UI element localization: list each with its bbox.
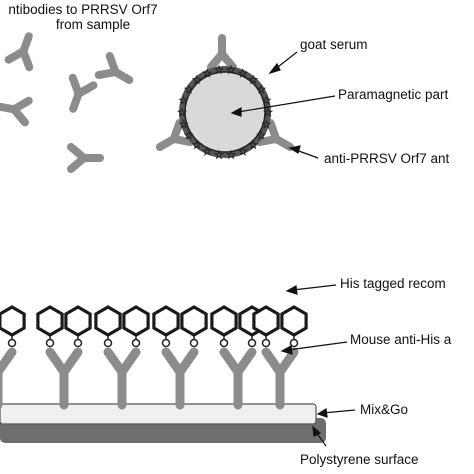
- his-tagged-antigen: [180, 305, 208, 337]
- goat-serum-protein: ☆: [184, 83, 194, 96]
- goat-serum-protein: ☆: [238, 145, 248, 158]
- sample-antibodies-label-line2: from sample: [55, 17, 131, 32]
- goat-serum-protein: ☆: [226, 149, 236, 162]
- goat-serum-protein: ☆: [214, 149, 224, 162]
- goat-serum-label: goat serum: [300, 37, 368, 52]
- his-tagged-antigen: [122, 305, 150, 337]
- plate-antibody-row: [0, 305, 308, 410]
- mix-and-go-layer: [0, 403, 317, 425]
- mix-and-go-label: Mix&Go: [360, 402, 409, 417]
- goat-serum-protein: ☆: [179, 94, 189, 107]
- goat-serum-protein: ☆: [192, 138, 202, 151]
- goat-serum-protein: ☆: [248, 74, 258, 87]
- arrow-mouse-anti-his: [287, 341, 348, 351]
- goat-serum-protein: ☆: [256, 129, 266, 142]
- arrow-mix-and-go: [322, 409, 356, 414]
- goat-serum-protein: ☆: [226, 63, 236, 76]
- sample-antibody: [63, 78, 94, 113]
- his-tagged-antigen: [94, 305, 122, 337]
- arrow-his-tagged: [292, 284, 337, 291]
- goat-serum-protein: ☆: [248, 138, 258, 151]
- anchored-antibody: [94, 305, 150, 410]
- goat-serum-protein: ☆: [184, 129, 194, 142]
- his-tagged-antigen: [64, 305, 92, 337]
- his-tagged-antigen: [280, 305, 308, 337]
- paramagnetic-bead-group: ☆☆☆☆☆☆☆☆☆☆☆☆☆☆☆☆☆☆☆☆☆☆: [154, 38, 295, 162]
- sample-antibody: [9, 32, 40, 67]
- goat-serum-protein: ☆: [202, 145, 212, 158]
- goat-serum-protein: ☆: [177, 106, 187, 119]
- polystyrene-label: Polystyrene surface: [300, 452, 419, 467]
- sample-antibody: [0, 96, 29, 123]
- anchored-antibody: [36, 305, 92, 410]
- paramagnetic-label: Paramagnetic part: [338, 87, 449, 102]
- his-tagged-label: His tagged recom: [340, 276, 446, 291]
- anchored-antibody: [0, 305, 26, 410]
- goat-serum-protein: ☆: [261, 118, 271, 131]
- anchored-antibody: [252, 305, 308, 410]
- paramagnetic-bead: [184, 71, 266, 153]
- goat-serum-protein: ☆: [192, 74, 202, 87]
- goat-serum-protein: ☆: [238, 67, 248, 80]
- arrow-anti-orf7: [295, 149, 319, 159]
- arrow-paramagnetic: [237, 95, 336, 113]
- goat-serum-protein: ☆: [179, 118, 189, 131]
- pointer-arrows: [230, 51, 356, 447]
- goat-serum-protein: ☆: [256, 83, 266, 96]
- his-tagged-antigen: [0, 305, 26, 337]
- anti-orf7-label: anti-PRRSV Orf7 ant: [324, 151, 450, 166]
- goat-serum-protein: ☆: [263, 106, 273, 119]
- goat-serum-protein: ☆: [202, 67, 212, 80]
- sample-antibodies: [0, 32, 135, 169]
- sample-antibody: [99, 56, 135, 90]
- goat-serum-protein: ☆: [214, 63, 224, 76]
- sample-antibodies-label: ntibodies to PRRSV Orf7 from sample: [8, 2, 168, 32]
- sample-antibody: [71, 147, 100, 169]
- his-tagged-antigen: [252, 305, 280, 337]
- goat-serum-protein: ☆: [261, 94, 271, 107]
- his-tagged-antigen: [152, 305, 180, 337]
- anchored-antibody: [152, 305, 208, 410]
- his-tagged-antigen: [36, 305, 64, 337]
- mouse-anti-his-label: Mouse anti-His a: [350, 332, 452, 347]
- goat-serum-proteins: ☆☆☆☆☆☆☆☆☆☆☆☆☆☆☆☆☆☆☆☆☆☆: [177, 63, 274, 162]
- his-tagged-antigen: [210, 305, 238, 337]
- sample-antibodies-label-line1: ntibodies to PRRSV Orf7: [8, 2, 158, 17]
